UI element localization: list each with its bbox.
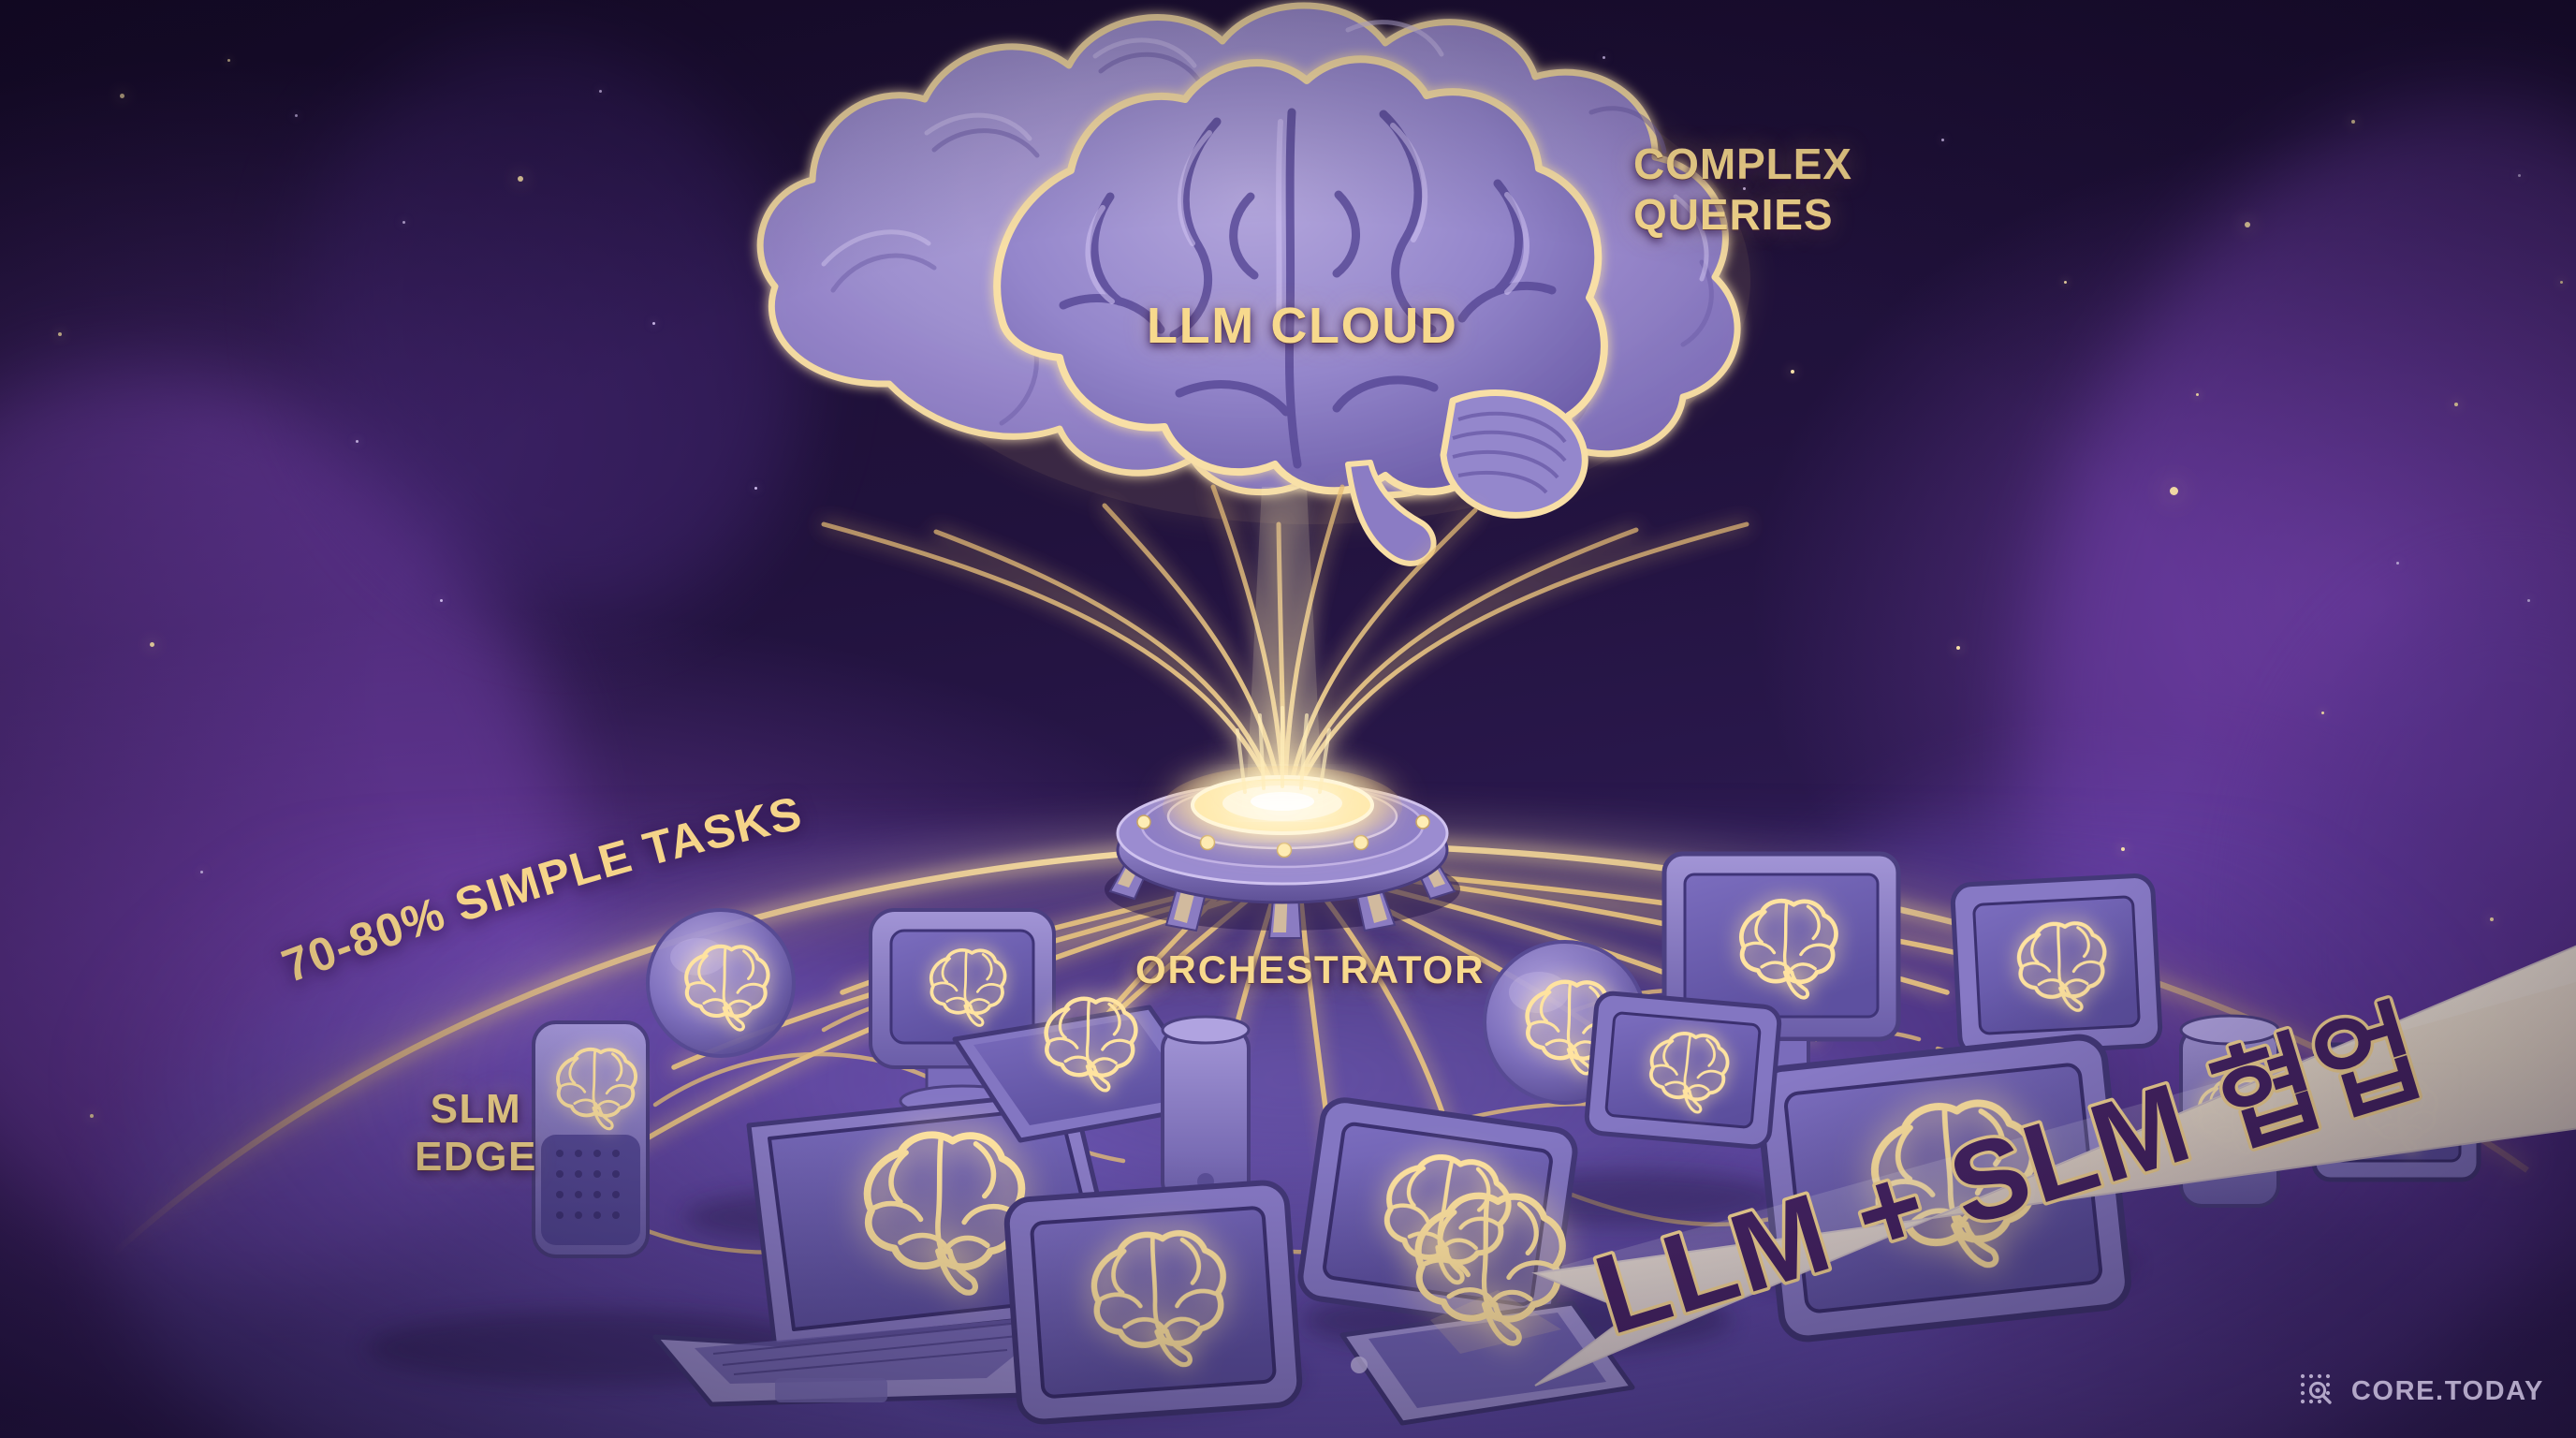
star: [652, 322, 655, 325]
star: [1956, 646, 1960, 650]
star: [2454, 403, 2458, 406]
star: [227, 59, 230, 62]
star: [2351, 120, 2355, 124]
star: [1941, 139, 1944, 141]
speaker-brain-icon: [532, 1020, 650, 1258]
dot-grid-magnifier-icon: [2300, 1373, 2332, 1404]
star: [120, 94, 124, 98]
star: [2196, 393, 2199, 396]
monitor-brain-icon: [2311, 1042, 2481, 1182]
star: [440, 599, 443, 602]
watermark: CORE.TODAY: [2297, 1371, 2544, 1412]
star: [599, 90, 602, 93]
star: [2064, 281, 2067, 284]
label-complex-queries: COMPLEX QUERIES: [1633, 139, 1852, 240]
star: [356, 440, 359, 443]
label-orchestrator: ORCHESTRATOR: [1135, 947, 1486, 991]
star: [2321, 712, 2324, 714]
display-brain-icon: [1584, 990, 1782, 1150]
star: [2170, 487, 2178, 495]
star: [518, 176, 523, 182]
label-llm-cloud: LLM CLOUD: [1147, 298, 1458, 354]
star: [2396, 562, 2399, 565]
cylinder-brain-icon: [2179, 1014, 2280, 1208]
star: [2527, 599, 2530, 602]
star: [58, 332, 62, 336]
star: [295, 114, 298, 117]
star: [2245, 222, 2250, 227]
cylinder-brain-icon: [1161, 1015, 1251, 1204]
tablet-brain-icon: [1755, 1034, 2131, 1343]
edge-device-field: [0, 824, 2576, 1438]
watermark-text: CORE.TODAY: [2350, 1375, 2544, 1406]
orb-brain-icon: [646, 908, 796, 1058]
star: [2518, 174, 2521, 177]
star: [150, 642, 154, 647]
star: [402, 221, 405, 224]
tablet-brain-icon: [1003, 1180, 1303, 1425]
panel-brain-icon: [1950, 873, 2163, 1057]
star: [2560, 281, 2563, 284]
label-slm-edge: SLM EDGE: [415, 1086, 537, 1180]
